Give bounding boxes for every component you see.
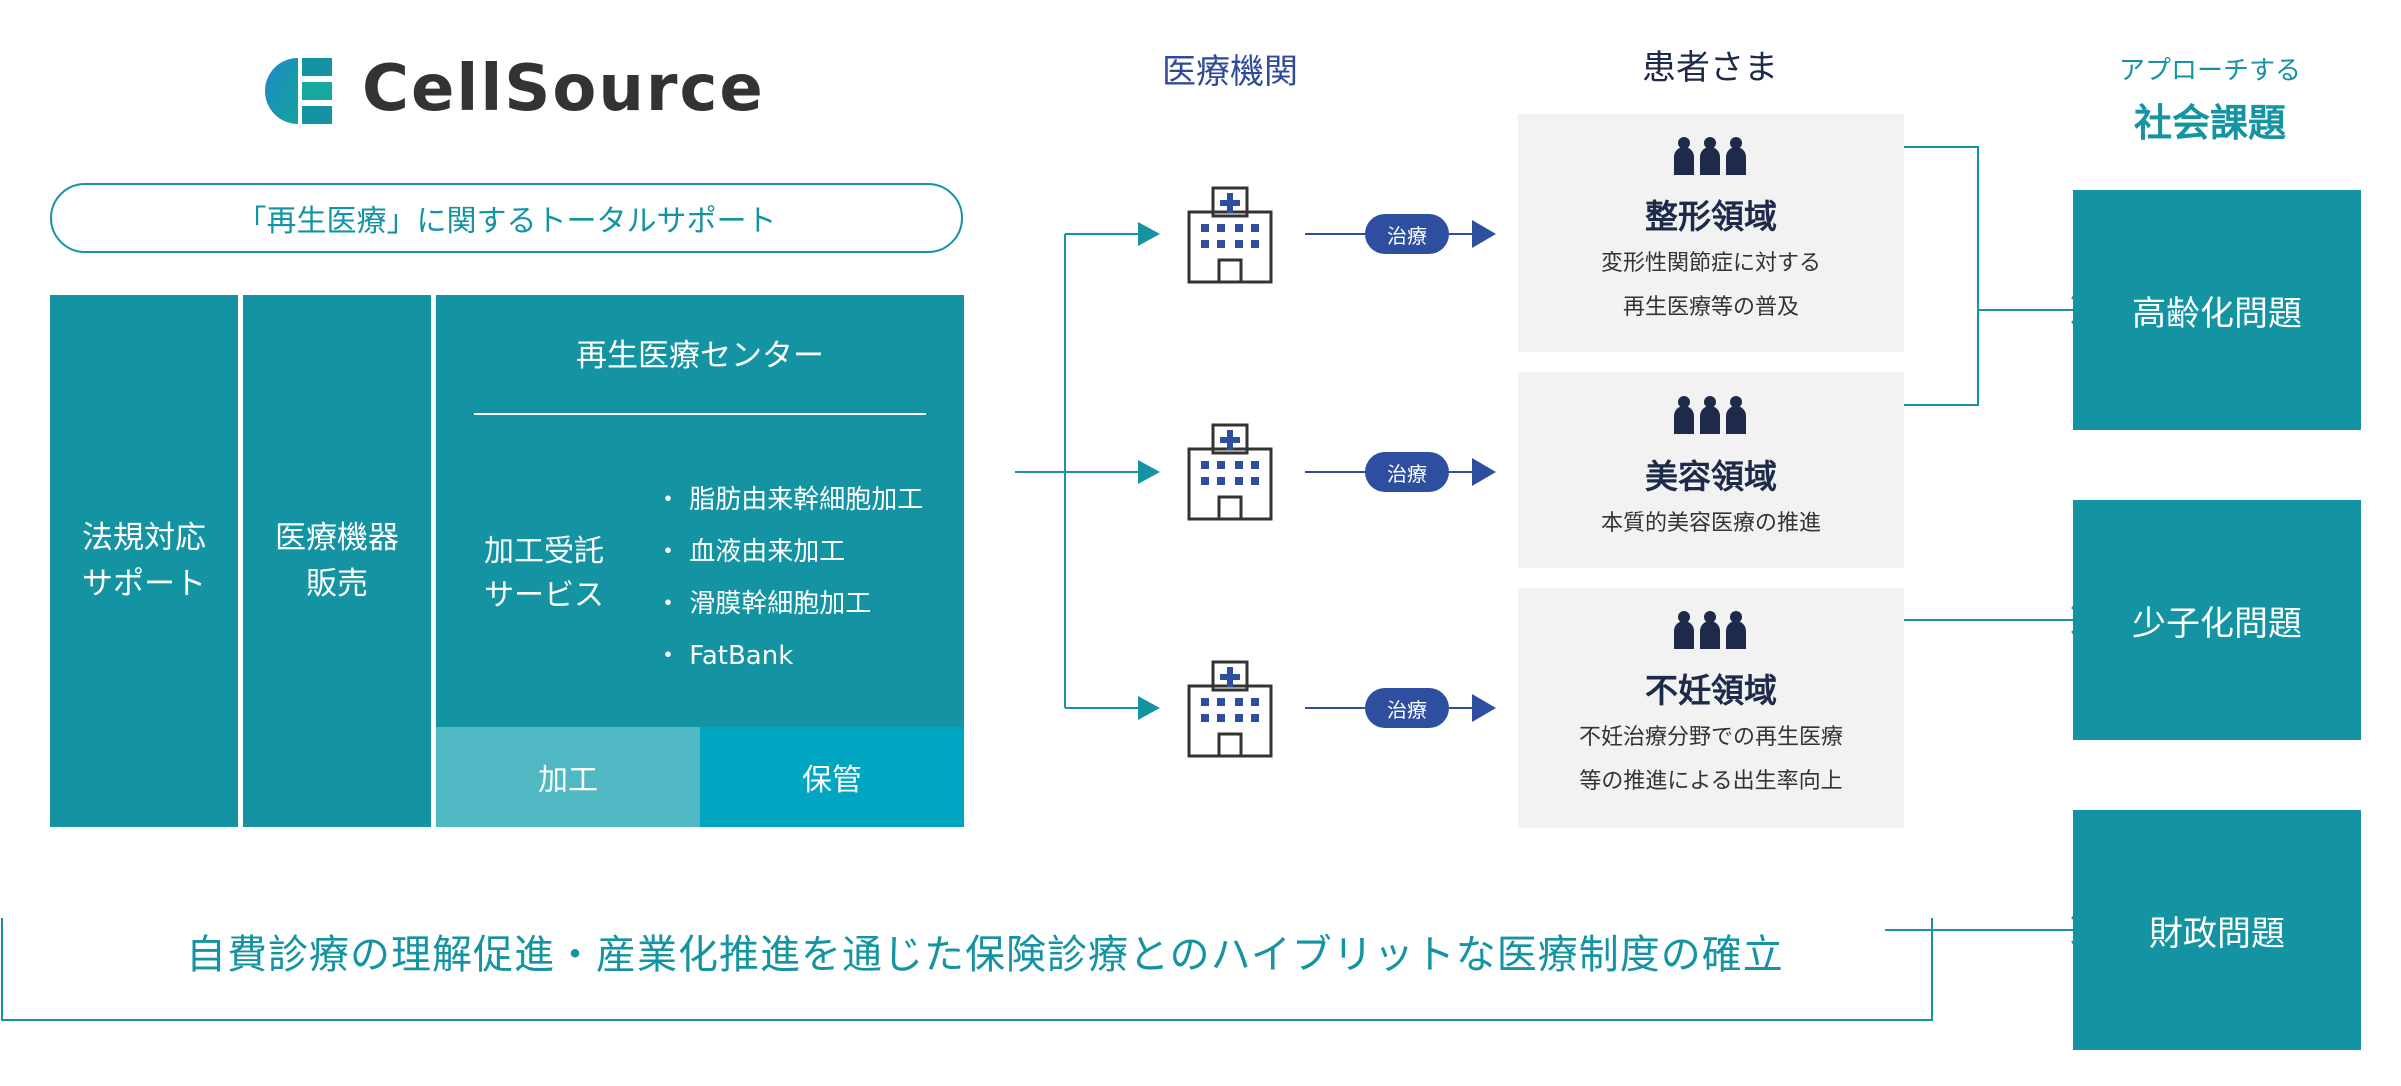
medical-equipment-column: 医療機器 販売: [243, 295, 431, 827]
header-approach: アプローチする: [2118, 56, 2301, 86]
storage-cell: 保管: [700, 727, 964, 827]
issue-finance: 財政問題: [2073, 810, 2361, 1050]
hospital-icon: [1187, 660, 1273, 758]
issue-aging: 高齢化問題: [2073, 190, 2361, 430]
treatment-badge: 治療: [1365, 214, 1449, 254]
panel-desc: 等の推進による出生率向上: [1579, 769, 1843, 794]
panel-desc: 再生医療等の普及: [1622, 295, 1799, 320]
panel-title-orthopedic: 整形領域: [1645, 197, 1777, 236]
panel-desc: 本質的美容医療の推進: [1600, 511, 1821, 536]
center-title: 再生医療センター: [576, 338, 824, 374]
people-icon: [1674, 611, 1746, 649]
people-icon: [1674, 137, 1746, 175]
processing-cell: 加工: [436, 727, 700, 827]
service-item: ・ FatBank: [655, 641, 794, 671]
panel-title-beauty: 美容領域: [1645, 457, 1777, 496]
center-divider: [474, 413, 926, 415]
issue-birthrate: 少子化問題: [2073, 500, 2361, 740]
cellsource-logo-icon: [265, 58, 332, 124]
total-support-pill: 「再生医療」に関するトータルサポート: [50, 183, 963, 253]
treatment-badge: 治療: [1365, 452, 1449, 492]
service-label: 加工受託 サービス: [484, 534, 604, 613]
service-item: ・ 滑膜幹細胞加工: [655, 589, 872, 619]
hospital-icon: [1187, 423, 1273, 521]
bottom-statement: 自費診療の理解促進・産業化推進を通じた保険診療とのハイブリットな医療制度の確立: [186, 932, 1784, 978]
panel-desc: 変形性関節症に対する: [1600, 251, 1821, 276]
panel-title-fertility: 不妊領域: [1645, 671, 1777, 710]
hospital-icon: [1187, 186, 1273, 284]
panel-desc: 不妊治療分野での再生医療: [1578, 725, 1843, 750]
treatment-badge: 治療: [1365, 688, 1449, 728]
legal-support-column: 法規対応 サポート: [50, 295, 238, 827]
header-patient: 患者さま: [1642, 48, 1778, 88]
header-social-issues: 社会課題: [2133, 101, 2286, 145]
service-item: ・ 血液由来加工: [655, 537, 846, 567]
people-icon: [1674, 396, 1746, 434]
service-item: ・ 脂肪由来幹細胞加工: [655, 485, 924, 515]
logo-text: CellSource: [362, 52, 765, 126]
header-institution: 医療機関: [1162, 52, 1298, 92]
